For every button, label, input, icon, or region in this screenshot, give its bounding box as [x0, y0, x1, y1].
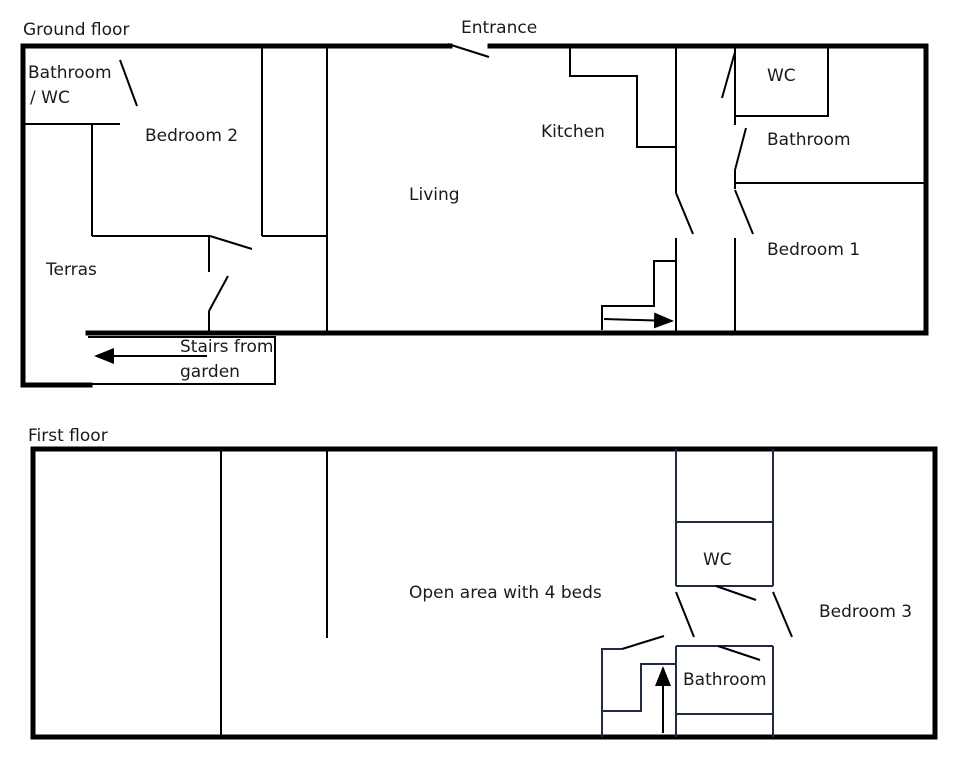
ground-stairs-up [601, 260, 676, 330]
room-label-bedroom2: Bedroom 2 [145, 126, 238, 146]
stairs-from-garden-label-2: garden [180, 362, 240, 382]
room-label-bathroom-wc-2: / WC [30, 88, 70, 108]
room-label-bedroom3: Bedroom 3 [819, 602, 912, 622]
room-label-bathroom-wc: Bathroom [28, 63, 112, 83]
room-label-first-wc: WC [703, 550, 732, 570]
ground-bathroom-walls [734, 127, 926, 189]
room-label-wc: WC [767, 66, 796, 86]
first-wc-walls [675, 449, 793, 638]
first-floor: First floor Open area with 4 beds WC Bat [28, 426, 938, 740]
room-label-first-bathroom: Bathroom [683, 670, 767, 690]
first-floor-title: First floor [28, 426, 108, 446]
ground-bedroom1-walls [734, 189, 754, 333]
room-label-bathroom: Bathroom [767, 130, 851, 150]
first-partition-walls [220, 449, 328, 737]
first-bathroom-walls [675, 645, 774, 737]
entrance-label: Entrance [461, 18, 537, 38]
ground-bedroom2-walls [91, 46, 328, 333]
ground-garden-stairs [88, 336, 276, 385]
ground-floor: Ground floor Entrance Bathroom / WC [20, 18, 929, 388]
first-stairs [601, 635, 676, 737]
entrance-door[interactable] [447, 43, 490, 58]
ground-wc-walls [721, 46, 829, 125]
ground-floor-title: Ground floor [23, 20, 129, 40]
ground-bathroom-wc-walls [23, 59, 138, 125]
ground-kitchen-walls [569, 46, 694, 333]
first-outer-walls [30, 446, 938, 740]
room-label-bedroom1: Bedroom 1 [767, 240, 860, 260]
room-label-terras: Terras [45, 260, 97, 280]
room-label-kitchen: Kitchen [541, 122, 605, 142]
room-label-living: Living [409, 185, 460, 205]
stairs-from-garden-label: Stairs from [180, 337, 273, 357]
ground-outer-walls [20, 43, 929, 388]
room-label-open-area: Open area with 4 beds [409, 583, 602, 603]
